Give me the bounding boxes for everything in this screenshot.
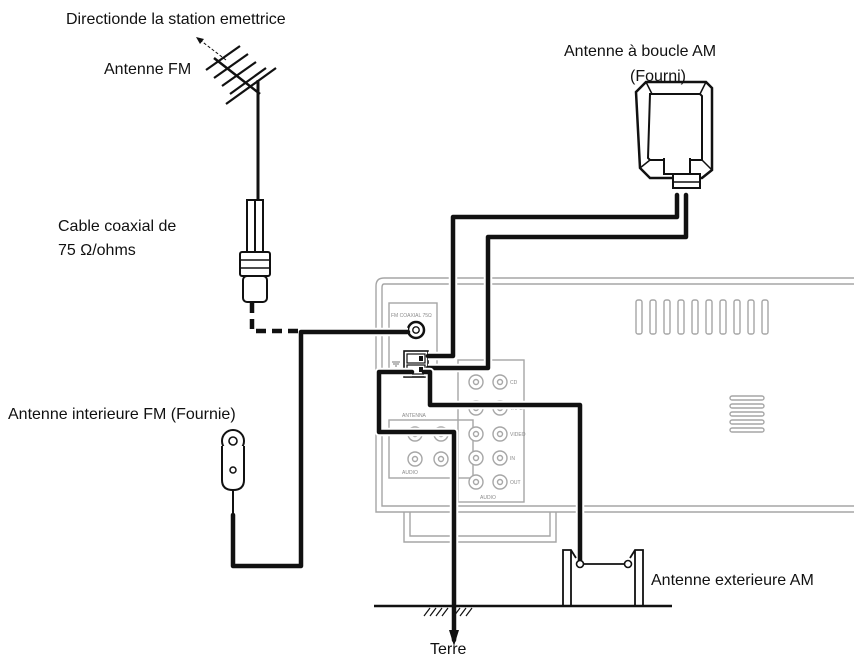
fm-coax-panel-label: FM COAXIAL 75Ω [391, 313, 432, 319]
am-loop-cable-1 [425, 192, 680, 359]
label-ground: Terre [430, 641, 467, 658]
fm-indoor-cable [230, 329, 411, 569]
audio-panel-label-left: AUDIO [402, 470, 418, 476]
direction-arrow-icon [199, 39, 227, 61]
antenna-panel-label: ANTENNA [402, 413, 427, 419]
am-loop-antenna [634, 80, 714, 189]
receiver-rear-panel: FM COAXIAL 75Ω ANTENNA AUDIO AUDIO CD TA [375, 277, 854, 543]
coax-connector [239, 199, 271, 303]
audio-panel-label-right: AUDIO [480, 495, 496, 501]
label-coax-line1: Cable coaxial de [58, 218, 176, 235]
fm-coax-dashed-cable [249, 303, 302, 334]
cables [228, 192, 691, 643]
label-fm-antenna: Antenne FM [104, 61, 191, 78]
fm-outdoor-antenna [196, 37, 277, 200]
video-jack-label: VIDEO [510, 432, 526, 438]
fm-indoor-antenna [221, 429, 245, 515]
label-am-loop-line2: (Fourni) [630, 68, 686, 85]
label-direction: Directionde la station emettrice [66, 11, 286, 28]
label-fm-indoor: Antenne interieure FM (Fournie) [8, 406, 236, 423]
ground-cable [376, 369, 457, 643]
out-jack-label: OUT [510, 480, 521, 486]
am-loop-cable-2 [425, 192, 689, 371]
cd-jack-label: CD [510, 380, 518, 386]
label-am-outdoor: Antenne exterieure AM [651, 572, 814, 589]
am-outdoor-antenna [562, 549, 644, 606]
vent-slots [635, 299, 769, 335]
ground-terminal-icon [392, 361, 400, 367]
ground-rod-icon [449, 630, 459, 646]
ground-line [374, 604, 672, 646]
right-audio-jacks [468, 374, 508, 490]
label-coax-line2: 75 Ω/ohms [58, 242, 136, 259]
receiver-chassis [375, 277, 854, 513]
receiver-foot [403, 512, 557, 543]
side-vent-slots [729, 395, 765, 433]
in-jack-label: IN [510, 456, 515, 462]
am-outdoor-cable [421, 369, 583, 567]
label-am-loop-line1: Antenne à boucle AM [564, 43, 716, 60]
